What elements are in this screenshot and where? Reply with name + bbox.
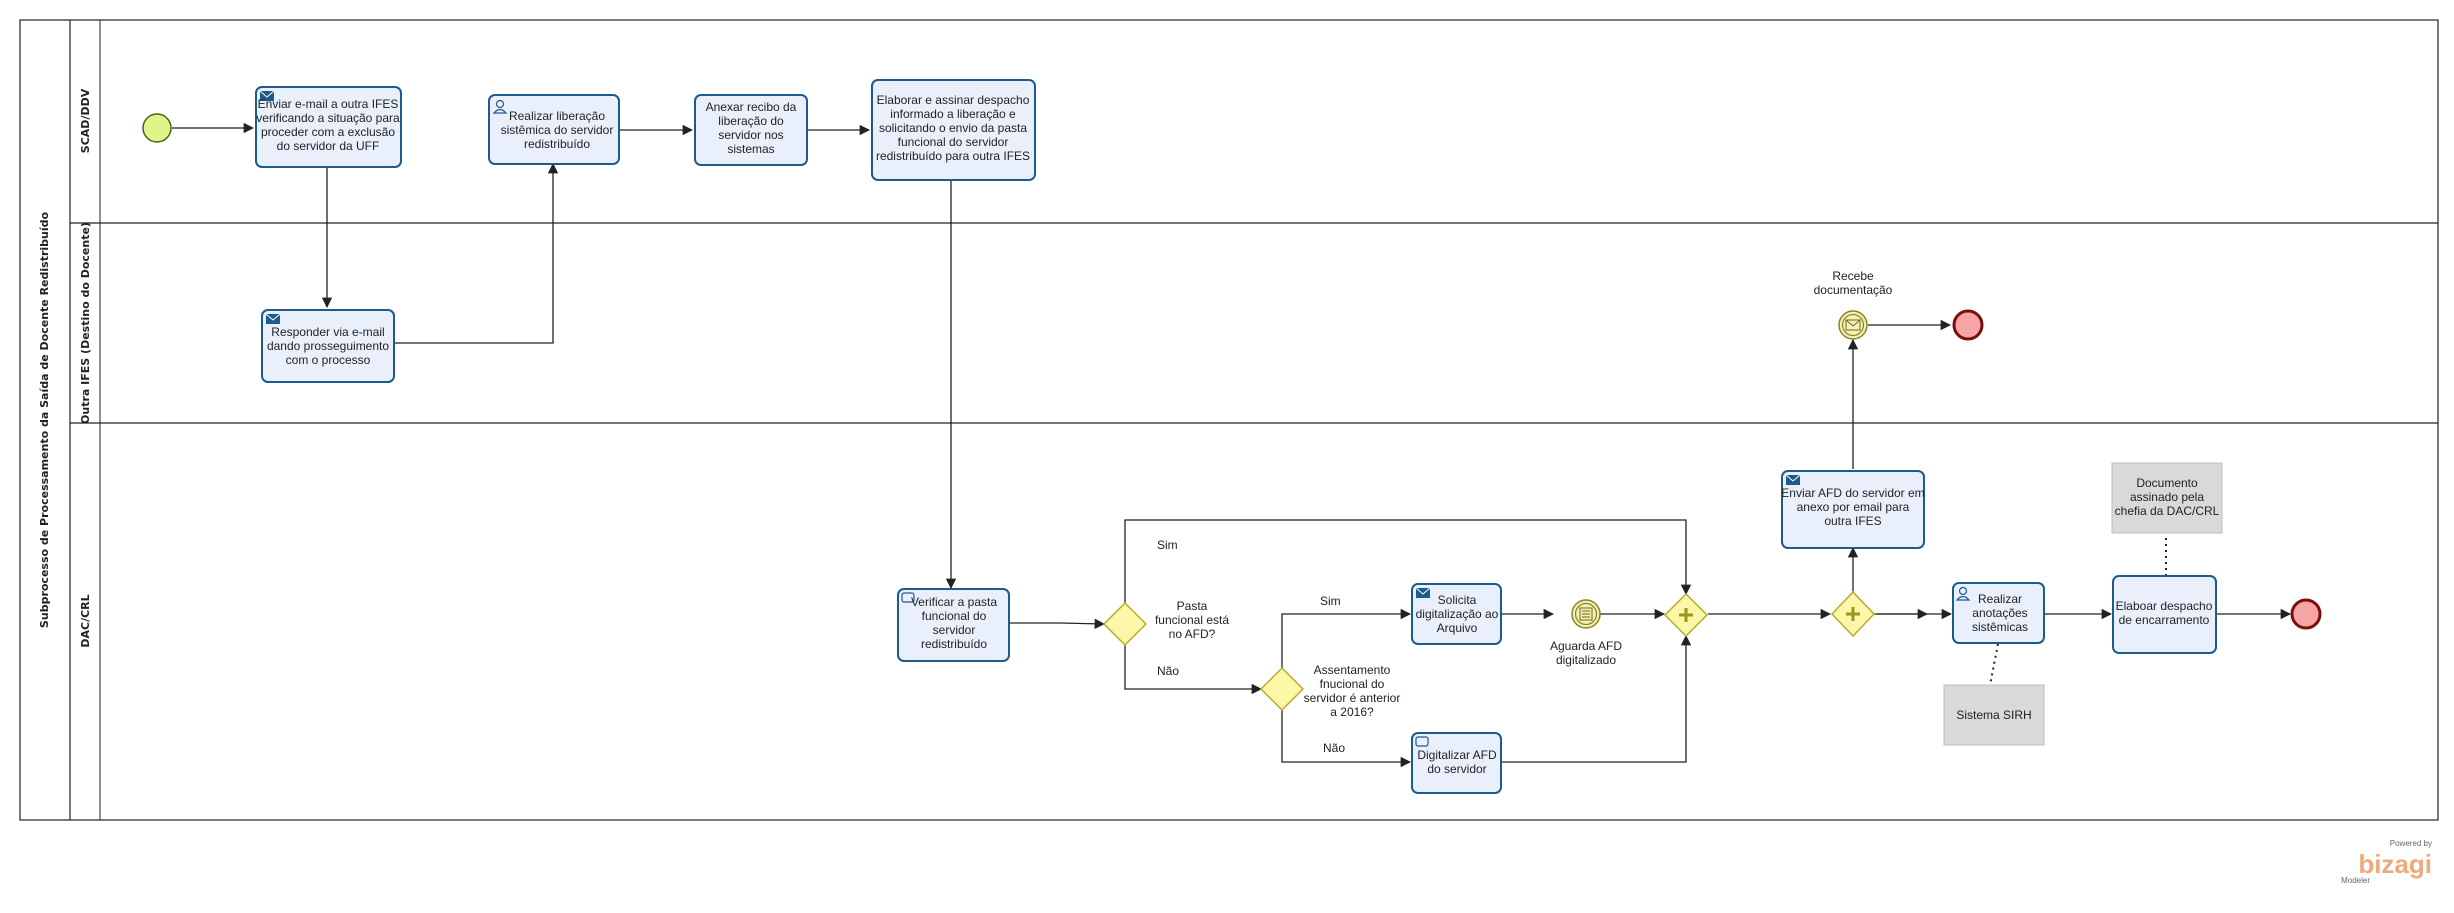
document-icon <box>1579 607 1593 621</box>
end-event-dac[interactable] <box>2290 598 2322 630</box>
artifact-sistema-sirh: Sistema SIRH <box>1943 684 2045 746</box>
flow-label-sim-top: Sim <box>1157 538 1178 552</box>
svg-text:Powered by: Powered by <box>2390 839 2432 848</box>
gateway-assentamento[interactable] <box>1259 666 1305 712</box>
envelope-icon <box>1415 587 1431 598</box>
hand-icon <box>901 592 915 603</box>
user-icon <box>1955 586 1971 601</box>
association-t10-a2 <box>1989 643 1999 686</box>
svg-text:Sistema SIRH: Sistema SIRH <box>1956 708 2031 722</box>
start-event[interactable] <box>142 113 172 143</box>
envelope-icon <box>259 90 275 101</box>
gateway-pasta-funcional[interactable] <box>1102 601 1148 647</box>
user-icon <box>492 99 508 114</box>
intermediate-event-aguarda-afd[interactable] <box>1571 599 1601 629</box>
end-event-outra-ifes[interactable] <box>1952 309 1984 341</box>
pool-title: Subprocesso de Processamento da Saída de… <box>38 212 51 629</box>
flow-label-nao-g1: Não <box>1157 664 1179 678</box>
gateway-parallel-split[interactable] <box>1830 590 1876 638</box>
envelope-icon <box>265 313 281 324</box>
envelope-icon <box>1845 319 1861 331</box>
gateway-parallel-join[interactable] <box>1663 592 1709 638</box>
envelope-icon <box>1785 474 1801 485</box>
hand-icon <box>1415 736 1429 747</box>
sequence-flows <box>172 122 2292 768</box>
flow-label-nao-g2: Não <box>1323 741 1345 755</box>
svg-text:bizagi: bizagi <box>2358 849 2432 879</box>
intermediate-event-recebe-documentacao[interactable] <box>1838 310 1868 340</box>
svg-text:Modeler: Modeler <box>2341 876 2370 885</box>
plus-icon <box>1846 607 1860 621</box>
plus-icon <box>1679 608 1693 622</box>
lane-label-scad: SCAD/DDV <box>79 88 92 153</box>
bizagi-logo: Powered by bizagi Modeler <box>2341 839 2432 885</box>
lane-label-outra-ifes: Outra IFES (Destino do Docente) <box>79 222 92 424</box>
flow-label-sim-g2: Sim <box>1320 594 1341 608</box>
lane-label-dac: DAC/CRL <box>79 594 92 647</box>
